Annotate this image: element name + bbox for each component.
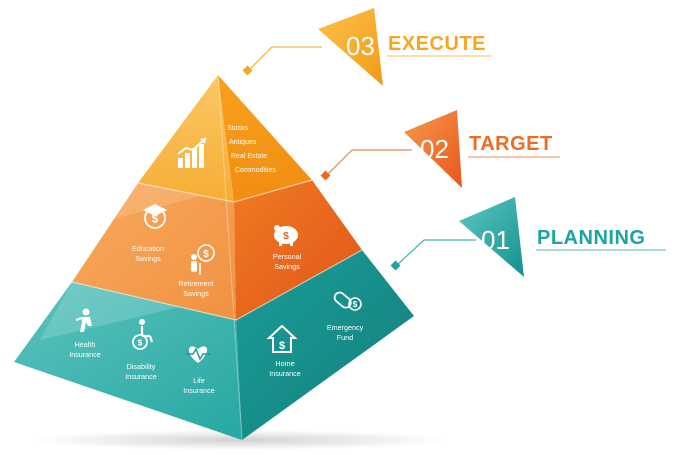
step-03-flag (318, 8, 383, 86)
education-savings-line2: Savings (135, 254, 161, 263)
svg-text:$: $ (279, 340, 285, 352)
svg-text:$: $ (152, 212, 159, 226)
step-01-title: PLANNING (537, 227, 645, 249)
tier-divider (137, 179, 313, 203)
step-02-flag (404, 110, 462, 188)
personal-savings-line1: Personal (273, 252, 302, 261)
step-01-marker (390, 260, 401, 271)
person-running-icon (75, 308, 92, 332)
health-insurance-line2: Insurance (69, 350, 101, 359)
step-02-connector (325, 149, 412, 177)
tier-divider (71, 249, 363, 321)
step-02-title: TARGET (469, 133, 553, 155)
retirement-savings-line2: Savings (183, 289, 209, 298)
pyramid-edge (217, 74, 243, 441)
education-savings-line1: Education (132, 244, 164, 253)
step-01-connector (395, 239, 476, 267)
svg-text:$: $ (283, 231, 289, 242)
middle-tier-right-face (234, 180, 362, 320)
top-item-stocks: Stocks (227, 125, 249, 132)
step-03-connector (247, 46, 322, 72)
top-tier-right-face (218, 75, 312, 202)
emergency-fund-line1: Emergency (327, 323, 364, 332)
top-item-real-estate: Real Estate (231, 153, 267, 160)
emergency-fund-line2: Fund (337, 333, 353, 342)
disability-insurance-line1: Disability (127, 362, 156, 371)
step-02-callout: 02 TARGET (320, 110, 560, 188)
step-02-number: 02 (420, 134, 449, 164)
house-dollar-icon: $ (266, 324, 298, 353)
top-item-commodities: Commodities (235, 167, 276, 174)
glass-highlight (110, 183, 200, 220)
step-03-marker (242, 65, 253, 76)
disability-insurance-line2: Insurance (125, 372, 157, 381)
heart-pulse-icon (186, 346, 210, 363)
graduation-cap-dollar-icon: $ (143, 204, 167, 229)
home-insurance-line2: Insurance (269, 369, 301, 378)
wheelchair-dollar-icon: $ (132, 319, 154, 350)
elderly-person-dollar-icon: $ (191, 244, 215, 275)
top-item-antiques: Antiques (229, 139, 257, 146)
step-03-number: 03 (346, 31, 375, 61)
growth-chart-icon (177, 137, 207, 168)
svg-text:$: $ (203, 249, 209, 260)
step-01-number: 01 (481, 225, 510, 255)
step-02-marker (320, 170, 331, 181)
step-03-callout: 03 EXECUTE (242, 8, 492, 86)
step-01-flag (459, 197, 524, 277)
life-insurance-line2: Insurance (183, 386, 215, 395)
home-insurance-line1: Home (275, 359, 294, 368)
bottom-tier-right-face (236, 250, 414, 440)
pyramid-shadow (30, 430, 450, 450)
life-insurance-line1: Life (193, 376, 205, 385)
step-03-title: EXECUTE (388, 33, 486, 55)
step-01-callout: 01 PLANNING (390, 197, 666, 277)
glass-highlight (40, 282, 180, 340)
top-tier-left-face (138, 75, 234, 202)
retirement-savings-line1: Retirement (178, 279, 213, 288)
middle-tier-left-face (72, 183, 236, 320)
health-insurance-line1: Health (75, 340, 96, 349)
svg-text:$: $ (353, 300, 358, 309)
personal-savings-line2: Savings (274, 262, 300, 271)
bottom-tier-left-face (14, 282, 242, 440)
piggy-bank-icon: $ (274, 225, 298, 246)
capsule-dollar-icon: $ (333, 291, 362, 311)
svg-text:$: $ (138, 339, 143, 348)
